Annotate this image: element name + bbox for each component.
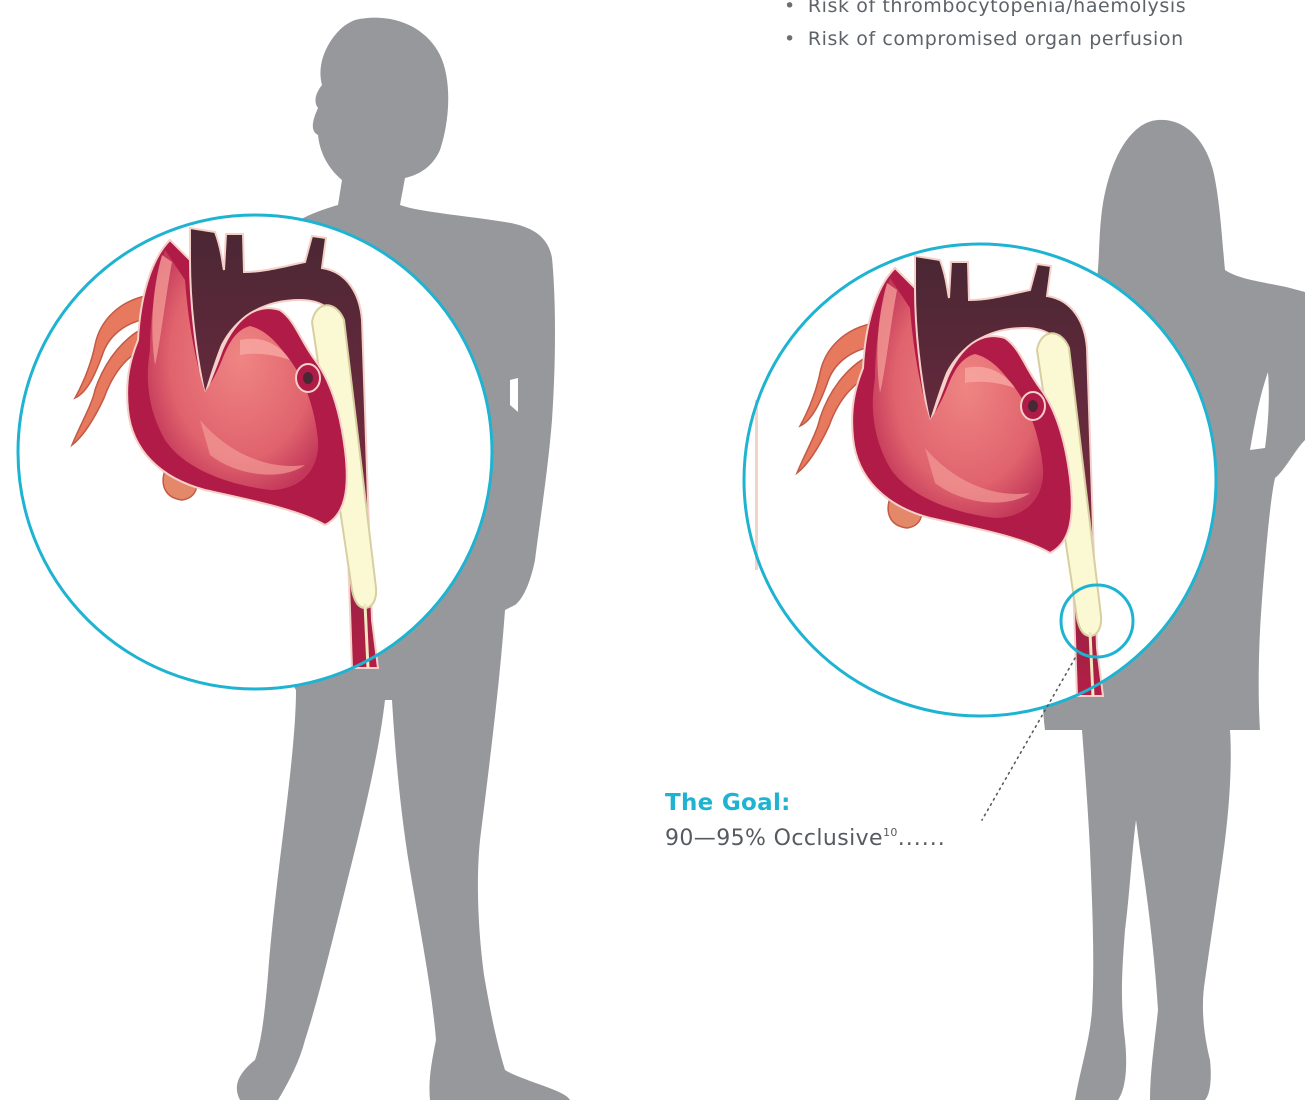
goal-value: 90—95% Occlusive10......: [665, 818, 946, 854]
risk-item-organ-perfusion: Risk of compromised organ perfusion: [784, 23, 1186, 56]
left-heart-magnifier: [18, 215, 492, 689]
goal-callout: The Goal: 90—95% Occlusive10......: [665, 788, 946, 854]
goal-title: The Goal:: [665, 788, 946, 818]
goal-value-text: 90—95% Occlusive: [665, 826, 883, 851]
goal-footnote: 10: [883, 826, 898, 839]
risk-item-thrombocytopenia: Risk of thrombocytopenia/haemolysis: [784, 0, 1186, 23]
right-heart-magnifier: [744, 244, 1216, 716]
risk-list: Risk of thrombocytopenia/haemolysis Risk…: [784, 0, 1186, 56]
goal-leader-dots: ......: [898, 826, 946, 851]
